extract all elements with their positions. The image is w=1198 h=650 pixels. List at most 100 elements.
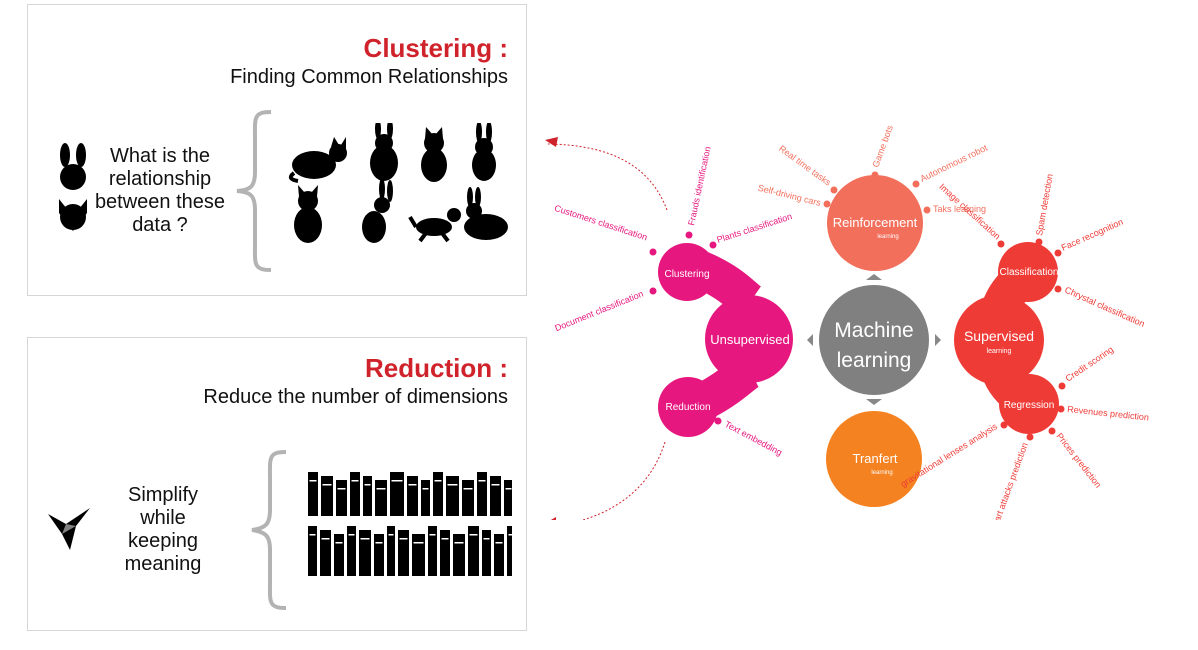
book-spine — [347, 526, 356, 576]
leaf-text-embedding: Text embedding — [723, 419, 784, 458]
rabbit-icon — [464, 187, 508, 240]
book-spine — [507, 526, 512, 576]
clustering-panel: Clustering : Finding Common Relationship… — [27, 4, 527, 296]
book-band — [391, 480, 403, 482]
leaf-autonomous-robot: Autonomous robot — [918, 142, 989, 183]
leaf-customers-classification: Customers classification — [553, 203, 648, 242]
chevron-up-icon — [866, 274, 882, 280]
reinforcement-node[interactable]: Reinforcement learning — [827, 175, 923, 271]
reduction-node[interactable] — [658, 377, 718, 437]
center-line1: Machine — [834, 319, 913, 342]
leaf-dot — [1054, 285, 1062, 293]
arrowhead-icon — [550, 517, 556, 520]
machine-learning-node[interactable]: Machine learning — [819, 285, 929, 395]
reduction-subtitle: Reduce the number of dimensions — [203, 386, 508, 408]
book-band — [441, 538, 449, 540]
chevron-down-icon — [866, 399, 882, 405]
book-band — [429, 534, 436, 536]
book-band — [491, 484, 500, 486]
book-band — [375, 542, 383, 544]
animals-grid — [288, 123, 508, 243]
cat-icon — [294, 185, 322, 243]
book-band — [309, 534, 316, 536]
leaf-dot — [1000, 421, 1008, 429]
bird-origami-icon — [48, 508, 90, 550]
book-band — [469, 534, 478, 536]
book-spine — [334, 534, 344, 576]
unsupervised-label: Unsupervised — [710, 332, 790, 347]
book-band — [335, 542, 343, 544]
leaf-document-classification: Document classification — [553, 289, 644, 334]
leaf-dot — [1057, 405, 1065, 413]
book-spine — [490, 476, 501, 516]
leaf-chrystal-classification: Chrystal classification — [1063, 285, 1146, 329]
rabbit-icon — [362, 178, 393, 243]
classification-node[interactable] — [998, 242, 1058, 302]
supervised-node[interactable]: Supervised learning Classification Regre… — [954, 242, 1059, 434]
regression-node[interactable] — [999, 374, 1059, 434]
clustering-title: Clustering : — [363, 33, 508, 63]
leaf-dot — [1054, 249, 1062, 257]
leaf-revenues-prediction: Revenues prediction — [1067, 404, 1150, 423]
book-spine — [359, 530, 371, 576]
fox-icon — [59, 199, 87, 231]
book-spine — [504, 480, 512, 516]
transfert-label: Tranfert — [852, 451, 897, 466]
book-band — [364, 484, 371, 486]
book-band — [447, 484, 458, 486]
leaf-dot — [912, 180, 920, 188]
bunny-icon — [60, 143, 86, 190]
leaf-game-bots: Game bots — [870, 123, 895, 168]
book-band — [413, 542, 424, 544]
book-band — [321, 538, 330, 540]
book-band — [348, 534, 355, 536]
leaf-dot — [714, 417, 722, 425]
reduction-title: Reduction : — [365, 353, 508, 383]
books-icon — [308, 472, 512, 576]
book-spine — [412, 534, 425, 576]
leaf-dot — [823, 200, 831, 208]
leaf-taks-learning: Taks learning — [933, 204, 986, 214]
book-spine — [407, 476, 418, 516]
book-band — [399, 538, 408, 540]
book-band — [408, 484, 417, 486]
chevron-right-icon — [935, 334, 941, 346]
arrow-to-clustering — [547, 143, 668, 211]
supervised-sub: learning — [987, 348, 1012, 355]
book-spine — [428, 526, 437, 576]
book-spine — [336, 480, 347, 516]
book-spine — [440, 530, 450, 576]
book-band — [376, 488, 386, 490]
book-spine — [446, 476, 459, 516]
book-spine — [482, 530, 491, 576]
unsupervised-node[interactable]: Unsupervised Clustering Reduction — [658, 243, 793, 437]
leaf-frauds-identification: Frauds identification — [686, 146, 713, 227]
clustering-node[interactable] — [658, 243, 716, 301]
rabbit-icon — [370, 123, 398, 181]
reduction-node-label: Reduction — [665, 402, 710, 413]
book-band — [351, 480, 359, 482]
book-band — [322, 484, 332, 486]
leaf-dot — [871, 171, 879, 179]
book-spine — [494, 534, 504, 576]
leaf-credit-scoring: Credit scoring — [1064, 344, 1116, 383]
clustering-subtitle: Finding Common Relationships — [230, 66, 508, 88]
bracket-icon — [251, 450, 287, 610]
reduction-panel: Reduction : Reduce the number of dimensi… — [27, 337, 527, 631]
classification-node-label: Classification — [1000, 267, 1059, 278]
clustering-question: What is the relationship between these d… — [94, 145, 226, 236]
book-band — [337, 488, 346, 490]
leaf-dot — [997, 240, 1005, 248]
book-band — [478, 480, 486, 482]
reinforcement-label: Reinforcement — [833, 215, 918, 230]
leaf-dot — [1035, 238, 1043, 246]
chevron-left-icon — [807, 334, 813, 346]
book-band — [309, 480, 317, 482]
center-line2: learning — [837, 349, 912, 372]
clustering-node-label: Clustering — [664, 269, 709, 280]
leaf-self-driving-cars: Self-driving cars — [757, 183, 823, 208]
leaf-dot — [923, 206, 931, 214]
transfert-node[interactable]: Tranfert learning — [826, 411, 922, 507]
book-band — [434, 480, 442, 482]
book-spine — [375, 480, 387, 516]
